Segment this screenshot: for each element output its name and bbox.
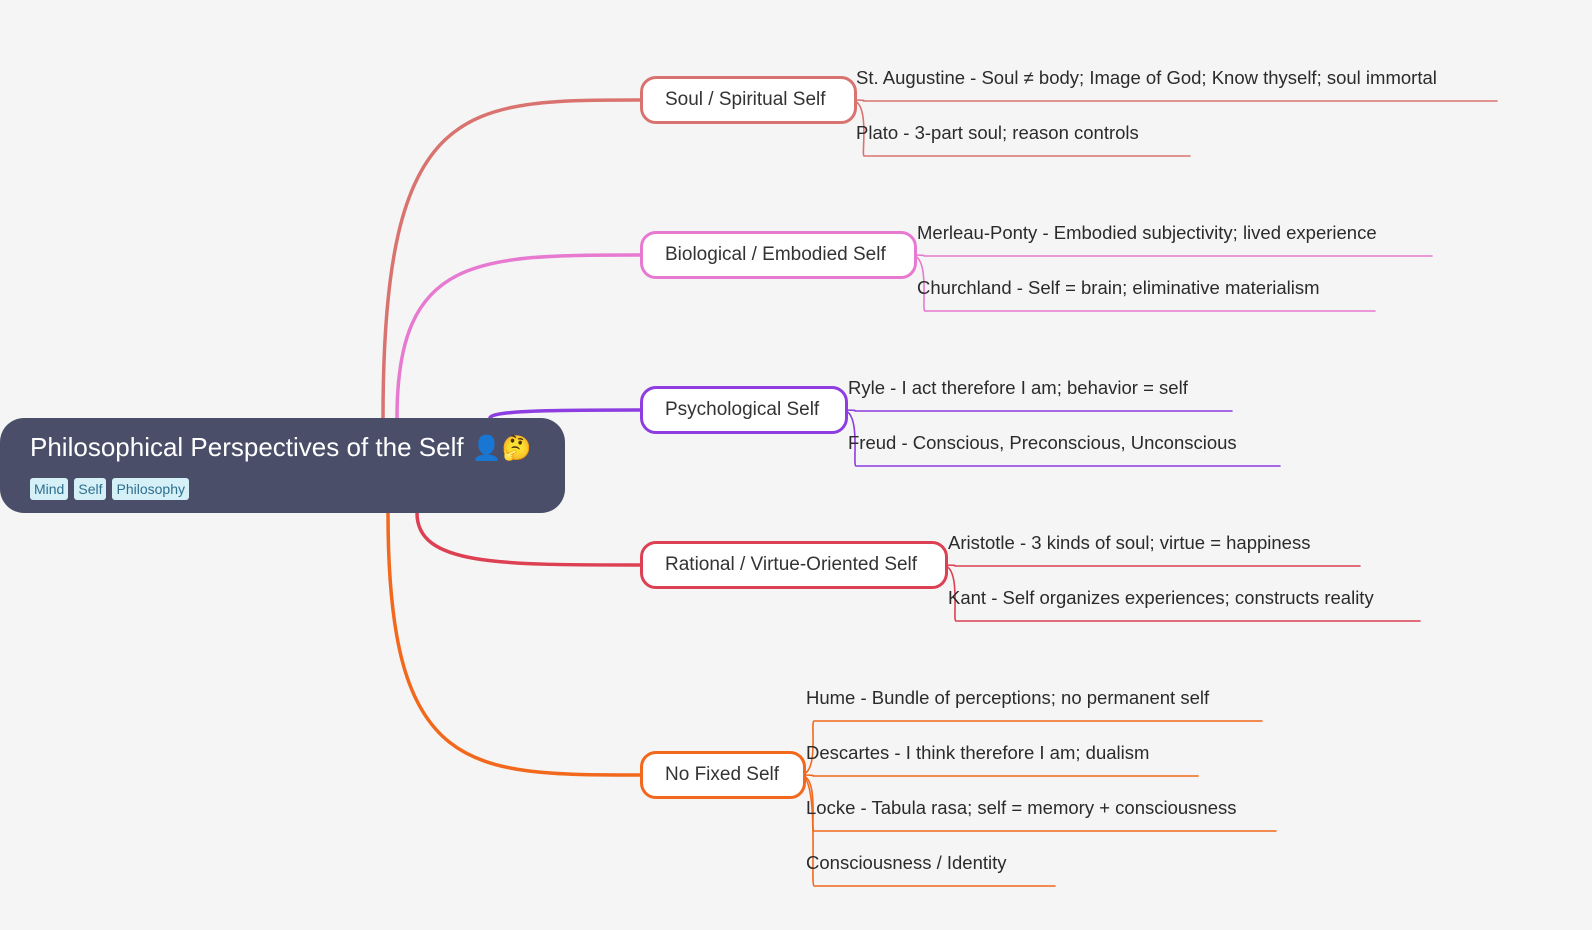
- subtopic-biological-embodied-self-2[interactable]: Churchland - Self = brain; eliminative m…: [917, 277, 1320, 298]
- leaf-connector-no-fixed-self-4: [799, 774, 1056, 887]
- subtopic-biological-embodied-self-1[interactable]: Merleau-Ponty - Embodied subjectivity; l…: [917, 222, 1377, 243]
- branch-connector-biological-embodied-self: [395, 253, 642, 420]
- subtopic-psychological-self-1[interactable]: Ryle - I act therefore I am; behavior = …: [848, 377, 1188, 398]
- tag-self[interactable]: Self: [74, 478, 107, 500]
- tag-philosophy[interactable]: Philosophy: [112, 478, 189, 500]
- topic-soul-spiritual-self[interactable]: Soul / Spiritual Self: [640, 76, 857, 124]
- leaf-connector-no-fixed-self-2: [799, 774, 1199, 777]
- root-topic[interactable]: Philosophical Perspectives of the Self 👤🤔…: [0, 418, 565, 513]
- tag-mind[interactable]: Mind: [30, 478, 69, 500]
- root-emoji-icon: 👤🤔: [471, 435, 532, 462]
- leaf-connector-psychological-self-1: [841, 409, 1233, 412]
- subtopic-no-fixed-self-1[interactable]: Hume - Bundle of perceptions; no permane…: [806, 687, 1210, 708]
- topic-biological-embodied-self[interactable]: Biological / Embodied Self: [640, 231, 917, 279]
- leaf-connector-soul-spiritual-self-1: [850, 99, 1498, 102]
- root-title-text: Philosophical Perspectives of the Self: [30, 432, 464, 462]
- subtopic-no-fixed-self-4[interactable]: Consciousness / Identity: [806, 852, 1007, 873]
- leaf-connector-biological-embodied-self-1: [910, 254, 1433, 257]
- subtopic-soul-spiritual-self-1[interactable]: St. Augustine - Soul ≠ body; Image of Go…: [856, 67, 1437, 88]
- subtopic-no-fixed-self-3[interactable]: Locke - Tabula rasa; self = memory + con…: [806, 797, 1237, 818]
- branch-connector-soul-spiritual-self: [381, 98, 642, 420]
- subtopic-psychological-self-2[interactable]: Freud - Conscious, Preconscious, Unconsc…: [848, 432, 1237, 453]
- topic-rational-virtue-oriented-self[interactable]: Rational / Virtue-Oriented Self: [640, 541, 948, 589]
- subtopic-soul-spiritual-self-2[interactable]: Plato - 3-part soul; reason controls: [856, 122, 1139, 143]
- subtopic-rational-virtue-oriented-self-2[interactable]: Kant - Self organizes experiences; const…: [948, 587, 1374, 608]
- branch-connector-no-fixed-self: [386, 511, 642, 777]
- branch-connector-rational-virtue-oriented-self: [415, 511, 642, 567]
- topic-no-fixed-self[interactable]: No Fixed Self: [640, 751, 806, 799]
- branch-connector-psychological-self: [488, 408, 642, 420]
- subtopic-no-fixed-self-2[interactable]: Descartes - I think therefore I am; dual…: [806, 742, 1150, 763]
- root-tags: Mind Self Philosophy: [30, 478, 565, 500]
- root-title-row: Philosophical Perspectives of the Self 👤🤔: [30, 430, 565, 466]
- leaf-connector-rational-virtue-oriented-self-1: [941, 564, 1361, 567]
- subtopic-rational-virtue-oriented-self-1[interactable]: Aristotle - 3 kinds of soul; virtue = ha…: [948, 532, 1311, 553]
- topic-psychological-self[interactable]: Psychological Self: [640, 386, 848, 434]
